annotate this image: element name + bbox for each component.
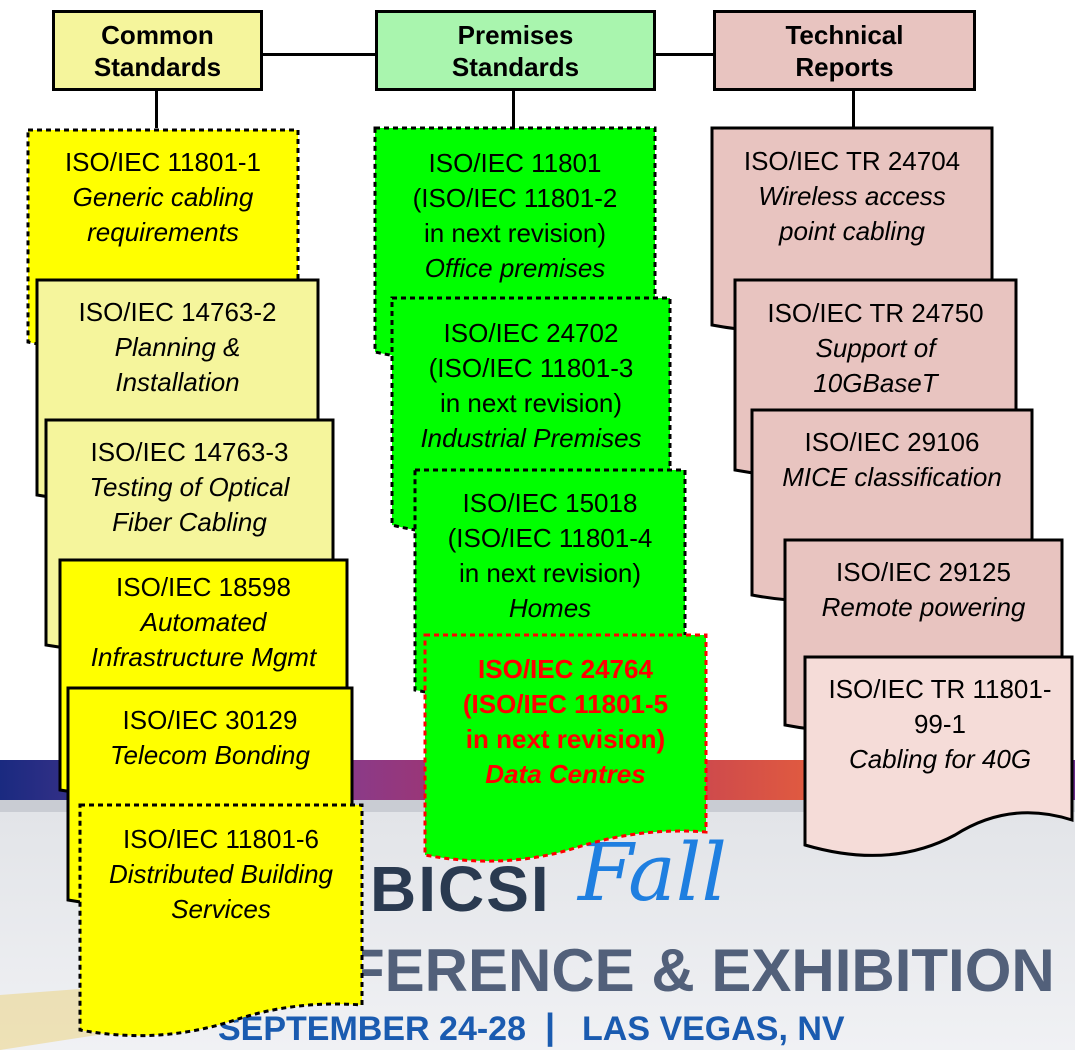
banner-title: FERENCE & EXHIBITION [348,937,1055,1004]
doc-desc: Industrial Premises [420,423,642,453]
common-header-stem [155,90,158,128]
doc-desc: Planning & [114,332,241,362]
doc-code: ISO/IEC 29106 [804,427,980,457]
doc-note: (ISO/IEC 11801-5 [462,689,669,719]
banner-fall-script: Fall [578,826,727,919]
doc-note: (ISO/IEC 11801-2 [412,183,618,213]
technical-header-line2: Reports [795,51,894,82]
doc-desc: Testing of Optical [89,472,290,502]
doc-desc: Distributed Building [108,859,333,889]
doc-note: in next revision) [458,558,642,588]
banner-bicsi-logo: BICSI [370,853,551,925]
technical-header-line1: Technical [785,19,904,50]
doc-desc: requirements [87,217,239,247]
doc-code: ISO/IEC 24764 [478,654,653,684]
doc-code: ISO/IEC 11801 [428,148,602,178]
doc-desc: Cabling for 40G [848,744,1032,774]
doc-code-cont: 99-1 [913,709,967,739]
doc-code: ISO/IEC 11801-1 [64,147,262,177]
doc-desc: Data Centres [485,759,646,789]
premises-header-stem [512,90,515,128]
doc-code: ISO/IEC TR 24704 [743,146,961,176]
doc-desc: Office premises [424,253,606,283]
doc-code: ISO/IEC TR 11801- [828,674,1052,704]
banner-location: LAS VEGAS, NV [582,1010,845,1048]
premises-standards-header: Premises Standards [375,10,656,91]
doc-desc: Fiber Cabling [112,507,267,537]
header-connector-left [262,53,377,56]
doc-note: (ISO/IEC 11801-4 [447,523,653,553]
doc-note: in next revision) [439,388,623,418]
doc-desc: point cabling [779,216,925,246]
doc-desc: 10GBaseT [813,368,938,398]
banner-separator: | [545,1006,556,1047]
doc-code: ISO/IEC 30129 [122,705,298,735]
header-connector-right [655,53,715,56]
doc-desc: Generic cabling [72,182,254,212]
common-header-line2: Standards [93,51,222,82]
doc-desc: MICE classification [782,462,1002,492]
banner-dates: SEPTEMBER 24-28 [218,1010,526,1048]
premises-header-line1: Premises [457,19,574,50]
doc-desc: Homes [508,593,592,623]
doc-code: ISO/IEC 29125 [836,557,1011,587]
doc-desc: Services [171,894,271,924]
doc-desc: Installation [115,367,240,397]
technical-reports-header: Technical Reports [713,10,976,91]
common-header-line1: Common [101,19,214,50]
technical-header-stem [852,90,855,128]
doc-desc: Telecom Bonding [110,740,310,770]
doc-note: in next revision) [465,724,666,754]
doc-code: ISO/IEC 11801-6 [122,824,320,854]
doc-desc: Automated [140,607,267,637]
doc-code: ISO/IEC 14763-2 [78,297,277,327]
doc-desc: Remote powering [821,592,1026,622]
doc-code: ISO/IEC 24702 [443,318,619,348]
doc-desc: Support of [815,333,936,363]
doc-note: (ISO/IEC 11801-3 [428,353,634,383]
doc-code: ISO/IEC TR 24750 [767,298,984,328]
premises-header-line2: Standards [451,51,580,82]
common-standards-header: Common Standards [52,10,263,91]
doc-code: ISO/IEC 14763-3 [90,437,289,467]
doc-desc: Infrastructure Mgmt [90,642,317,672]
doc-desc: Wireless access [758,181,946,211]
doc-code: ISO/IEC 15018 [462,488,638,518]
doc-code: ISO/IEC 18598 [116,572,291,602]
doc-note: in next revision) [423,218,607,248]
